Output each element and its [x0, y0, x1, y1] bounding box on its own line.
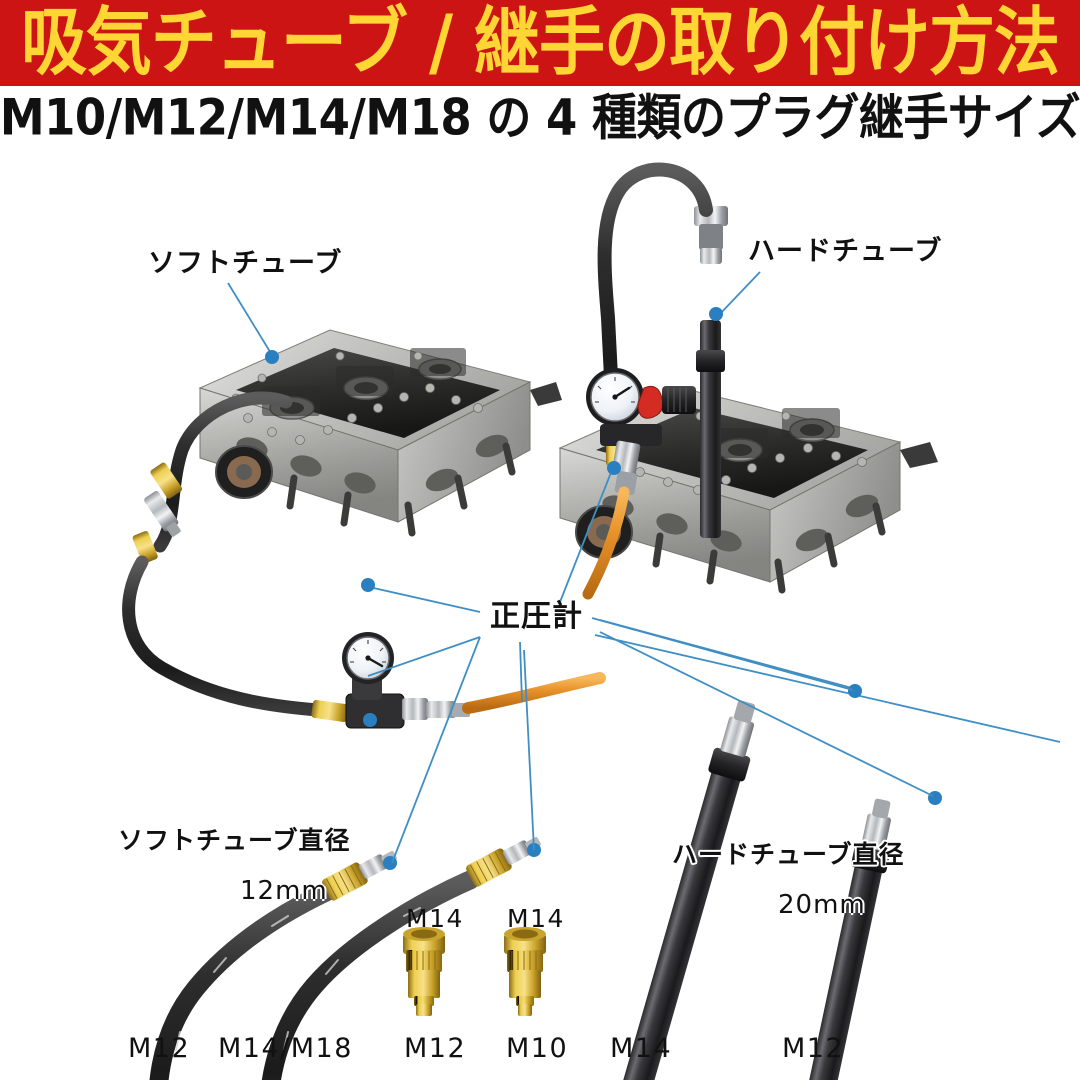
right-pressure-gauge — [582, 368, 696, 600]
page-title: 吸気チューブ / 継手の取り付け方法 — [20, 0, 1060, 86]
illustration-layer — [122, 162, 1061, 1080]
label-adapter-m10: M10 — [506, 1033, 569, 1064]
label-soft-tube-m12: M12 — [128, 1033, 191, 1064]
soft-tube-m12 — [149, 851, 397, 1080]
subtitle-bar: M10/M12/M14/M18 の 4 種類のプラグ継手サイズ — [0, 86, 1080, 148]
label-pressure-gauge: 正圧計 — [490, 599, 583, 634]
label-hard-tube: ハードチューブ — [748, 236, 943, 267]
label-soft-tube: ソフトチューブ — [148, 248, 343, 279]
label-adapter-2-top: M14 — [507, 904, 565, 933]
page-subtitle: M10/M12/M14/M18 の 4 種類のプラグ継手サイズ — [0, 87, 1080, 147]
photo-stage: ソフトチューブ ハードチューブ 正圧計 ソフトチューブ直径 12mm ハードチュ… — [0, 150, 1080, 1080]
leader-lines — [227, 271, 1061, 743]
left-soft-tube-assembly — [122, 391, 606, 729]
left-engine-head — [198, 329, 562, 537]
label-soft-tube-m14-m18: M14/M18 — [218, 1033, 353, 1064]
label-hard-tube-m14: M14 — [610, 1033, 673, 1064]
adapter-m14-m10 — [504, 927, 546, 1016]
hard-tube-m14 — [614, 700, 756, 1080]
label-hard-tube-diameter-value: 20mm — [778, 890, 866, 920]
right-engine-head — [558, 389, 938, 594]
left-pressure-gauge — [342, 632, 606, 729]
label-soft-tube-diameter: ソフトチューブ直径 — [118, 826, 351, 855]
label-hard-tube-diameter: ハードチューブ直径 — [672, 840, 905, 869]
label-soft-tube-diameter-value: 12mm — [240, 876, 328, 906]
hard-tube-m12 — [801, 798, 891, 1080]
label-hard-tube-m12: M12 — [782, 1033, 845, 1064]
title-banner: 吸気チューブ / 継手の取り付け方法 — [0, 0, 1080, 86]
adapter-m14-m12 — [403, 927, 445, 1016]
leader-lines-lower — [391, 617, 934, 864]
label-adapter-1-top: M14 — [406, 904, 464, 933]
soft-tube-m14-m18 — [261, 837, 541, 1080]
label-adapter-m12: M12 — [404, 1033, 467, 1064]
